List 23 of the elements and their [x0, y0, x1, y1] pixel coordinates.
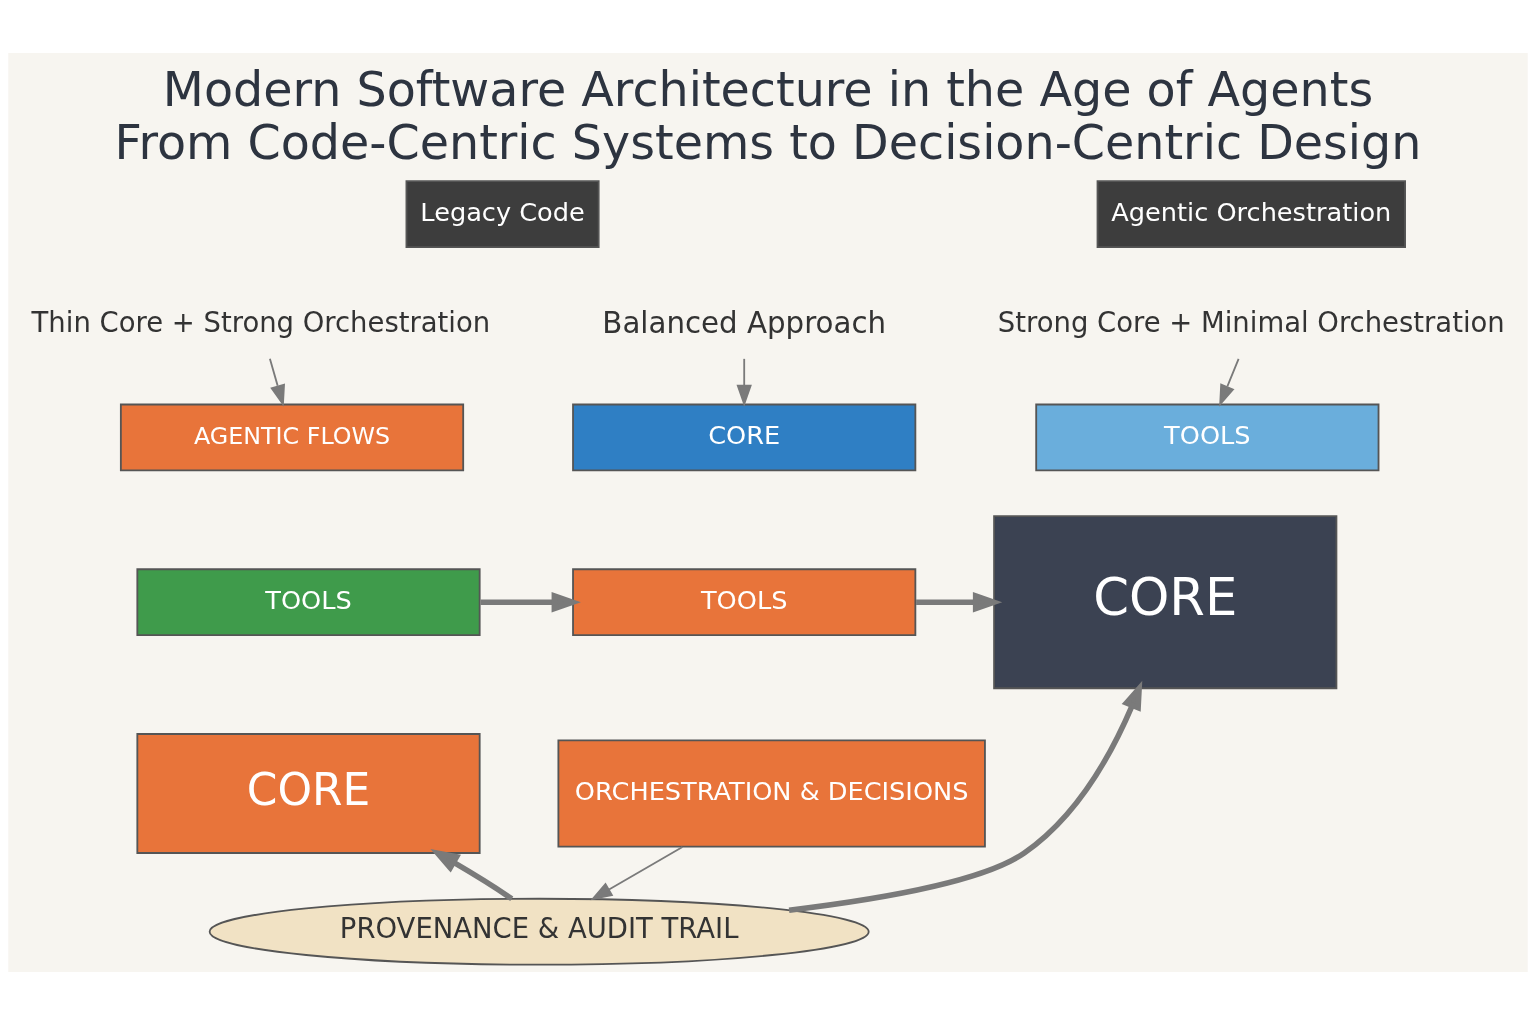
- diagram-title: Modern Software Architecture in the Age of Agents: [162, 61, 1374, 117]
- node-ellipse: PROVENANCE & AUDIT TRAIL: [208, 897, 870, 966]
- arrow: [430, 848, 514, 901]
- node-box: AGENTIC FLOWS: [119, 403, 465, 471]
- node-box: CORE: [136, 732, 481, 854]
- node-box: ORCHESTRATION & DECISIONS: [557, 739, 986, 847]
- arrow: [1219, 357, 1240, 407]
- arrow: [788, 680, 1143, 913]
- node-box: CORE: [572, 403, 917, 471]
- node-box: TOOLS: [572, 567, 917, 636]
- node-box: Agentic Orchestration: [1096, 179, 1406, 248]
- arrow: [736, 357, 752, 407]
- node-box: TOOLS: [1035, 403, 1380, 471]
- arrow: [590, 845, 684, 900]
- arrow: [916, 591, 1003, 612]
- node-box: TOOLS: [136, 567, 481, 636]
- arrow: [480, 591, 581, 612]
- node-text: Thin Core + Strong Orchestration: [31, 306, 491, 338]
- node-box: Legacy Code: [405, 179, 600, 248]
- node-text: Strong Core + Minimal Orchestration: [997, 306, 1505, 338]
- arrow: [269, 357, 285, 407]
- node-box: CORE: [993, 514, 1338, 689]
- node-text: Balanced Approach: [602, 305, 887, 340]
